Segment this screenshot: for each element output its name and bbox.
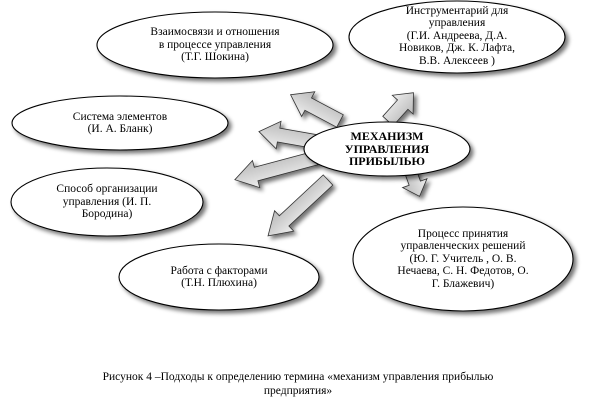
arrows: [234, 91, 428, 237]
ellipse-factors: [118, 243, 320, 311]
node-decisions-line: Нечаева, С. Н. Федотов, О.: [397, 265, 529, 278]
node-relations-line: (Т.Г. Шокина): [181, 51, 249, 64]
node-relations-line: Взаимосвязи и отношения: [150, 26, 280, 39]
node-decisions-line: Г. Блажевич): [431, 277, 495, 290]
node-system-line: (И. А. Бланк): [87, 123, 153, 135]
node-decisions-line: (Ю. Г. Учитель , О. В.: [409, 252, 517, 265]
node-instruments-line: Новиков, Дж. К. Лафта,: [398, 42, 516, 55]
ellipse-system: [11, 95, 229, 151]
node-relations-line: в процессе управления: [158, 38, 272, 51]
node-instruments-line: управления: [428, 17, 486, 30]
arrow-to-relations: [289, 91, 344, 128]
ellipse-instruments: [348, 0, 566, 74]
node-instruments: Инструментарий для управления (Г.И. Андр…: [382, 4, 532, 68]
ellipse-relations: [96, 11, 334, 79]
ellipse-decisions: [352, 206, 574, 312]
node-instruments-line: В.В. Алексеев ): [418, 54, 495, 67]
center-line: МЕХАНИЗМ: [350, 129, 424, 144]
node-decisions-line: Процесс принятия: [417, 227, 509, 240]
node-method-line: управления (И. П.: [62, 195, 152, 208]
node-instruments-line: Инструментарий для: [405, 4, 509, 17]
arrow-to-method: [234, 150, 319, 189]
node-factors: Работа с факторами (Т.Н. Плюхина): [149, 264, 289, 290]
node-instruments-line: (Г.И. Андреева, Д.А.: [406, 29, 508, 42]
node-method-line: Способ организации: [56, 183, 158, 196]
center-line: ПРИБЫЛЬЮ: [348, 154, 426, 169]
ellipses: [10, 0, 574, 312]
node-factors-line: (Т.Н. Плюхина): [181, 277, 257, 289]
node-system-line: Система элементов: [72, 110, 168, 123]
caption-line: предприятия»: [263, 385, 333, 397]
center-line: УПРАВЛЕНИЯ: [344, 141, 430, 156]
center-mechanism: МЕХАНИЗМ УПРАВЛЕНИЯ ПРИБЫЛЬЮ: [317, 129, 457, 169]
node-factors-line: Работа с факторами: [170, 264, 268, 277]
figure-caption: Рисунок 4 –Подходы к определению термина…: [0, 370, 596, 398]
caption-line: Рисунок 4 –Подходы к определению термина…: [102, 371, 494, 383]
node-system: Система элементов (И. А. Бланк): [40, 110, 200, 136]
node-decisions: Процесс принятия управленческих решений …: [378, 226, 548, 292]
node-method-line: Бородина): [81, 208, 133, 221]
ellipse-center: [303, 121, 471, 177]
node-relations: Взаимосвязи и отношения в процессе управ…: [110, 26, 320, 64]
arrow-to-system: [258, 120, 320, 150]
arrow-to-factors: [267, 174, 334, 237]
node-decisions-line: управленческих решений: [400, 240, 526, 253]
node-method: Способ организации управления (И. П. Бор…: [37, 183, 177, 221]
ellipse-method: [10, 167, 204, 237]
